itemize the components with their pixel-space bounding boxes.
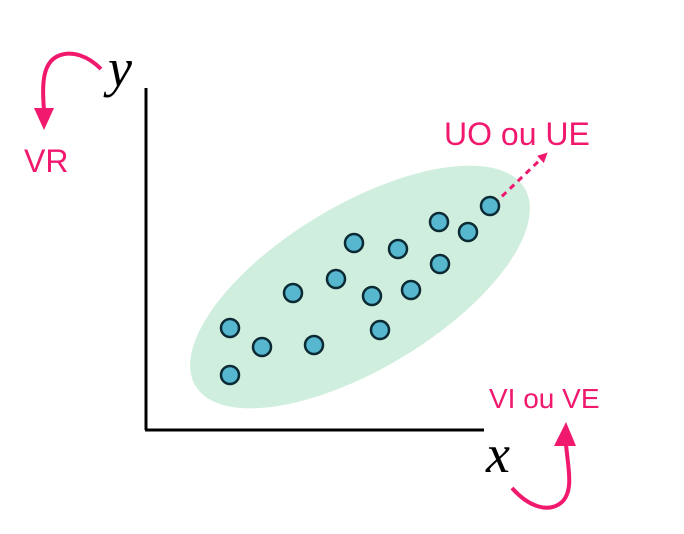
data-point: [387, 238, 409, 260]
data-point: [428, 211, 450, 233]
uo-ue-label: UO ou UE: [444, 116, 590, 152]
data-point: [219, 317, 241, 339]
vr-arrowhead: [34, 108, 54, 130]
data-point: [400, 279, 422, 301]
vi-ve-label: VI ou VE: [489, 383, 600, 414]
vr-curved-arrow: [41, 51, 103, 111]
data-point: [429, 253, 451, 275]
data-point: [361, 285, 383, 307]
vi-ve-curved-arrow: [510, 443, 572, 510]
uo-ue-dashed-arrow: [492, 152, 548, 206]
data-point: [282, 282, 304, 304]
data-point: [457, 221, 479, 243]
x-axis-label: x: [485, 424, 510, 484]
data-points: [219, 195, 501, 386]
data-point: [219, 364, 241, 386]
vi-ve-arrowhead: [554, 422, 576, 446]
data-point: [343, 232, 365, 254]
y-axis-label: y: [103, 38, 132, 98]
vr-label: VR: [24, 143, 68, 179]
data-point: [303, 334, 325, 356]
data-point: [479, 195, 501, 217]
data-point: [325, 268, 347, 290]
data-point: [251, 336, 273, 358]
data-point: [369, 319, 391, 341]
